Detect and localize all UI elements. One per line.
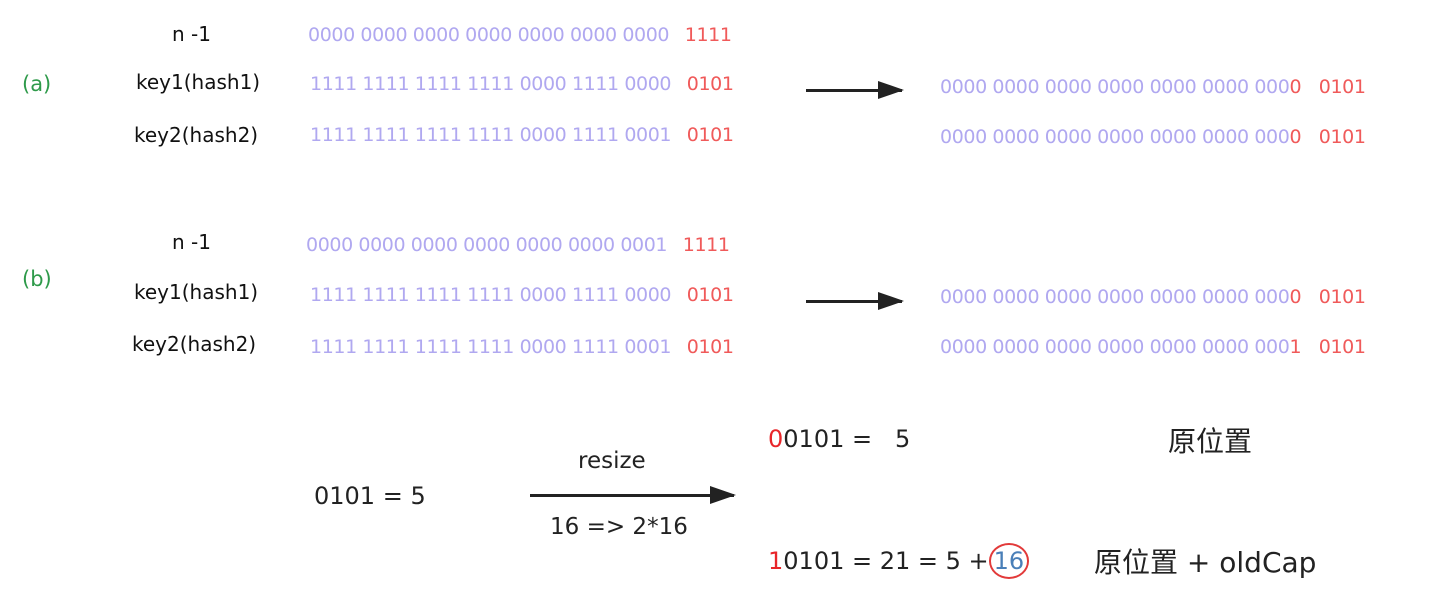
result-row1: 00101 = 5 — [768, 425, 910, 453]
a-row3-result-mid: 0 — [1289, 126, 1302, 148]
section-b-tag: (b) — [22, 267, 52, 291]
result-row1-note: 原位置 — [1168, 425, 1253, 458]
b-row2-result-mid: 0 — [1289, 286, 1302, 308]
a-row2-bits: 1111 1111 1111 1111 0000 1111 0000 0101 — [310, 73, 734, 95]
a-row1-label: n -1 — [172, 22, 211, 46]
b-row3-bits: 1111 1111 1111 1111 0000 1111 0001 0101 — [310, 336, 734, 358]
a-row3-result: 0000 0000 0000 0000 0000 0000 0000 0101 — [940, 126, 1366, 148]
result-row2-circled-value: 16 — [988, 543, 1030, 579]
b-row2-result: 0000 0000 0000 0000 0000 0000 0000 0101 — [940, 286, 1366, 308]
resize-arrow — [530, 486, 736, 504]
result-row2: 10101 = 21 = 5 +16 — [768, 543, 1030, 579]
a-row2-bits-high: 1111 1111 1111 1111 0000 1111 0000 — [310, 73, 672, 95]
section-a-tag: (a) — [22, 72, 52, 96]
b-row3-bits-low: 0101 — [686, 336, 734, 358]
b-row3-label: key2(hash2) — [132, 332, 257, 356]
a-row3-bits-low: 0101 — [686, 124, 734, 146]
b-row3-result-low: 0101 — [1318, 336, 1366, 358]
b-row2-bits: 1111 1111 1111 1111 0000 1111 0000 0101 — [310, 284, 734, 306]
result-row1-rest: 0101 = 5 — [783, 425, 911, 453]
b-row3-bits-high: 1111 1111 1111 1111 0000 1111 0001 — [310, 336, 672, 358]
b-row2-label: key1(hash1) — [134, 280, 259, 304]
resize-arrow-bottom-label: 16 => 2*16 — [550, 514, 688, 540]
b-row1-label: n -1 — [172, 230, 211, 254]
b-row2-bits-low: 0101 — [686, 284, 734, 306]
result-row1-first-bit: 0 — [768, 425, 784, 453]
a-row2-result-high: 0000 0000 0000 0000 0000 0000 000 — [940, 76, 1290, 98]
b-row2-result-low: 0101 — [1318, 286, 1366, 308]
a-row2-result: 0000 0000 0000 0000 0000 0000 0000 0101 — [940, 76, 1366, 98]
b-row1-bits: 0000 0000 0000 0000 0000 0000 0001 1111 — [306, 234, 730, 256]
result-row2-rest: 0101 = 21 = 5 + — [783, 547, 989, 575]
a-row3-result-high: 0000 0000 0000 0000 0000 0000 000 — [940, 126, 1290, 148]
b-arrow — [806, 292, 904, 310]
a-row3-bits-high: 1111 1111 1111 1111 0000 1111 0001 — [310, 124, 672, 146]
a-row1-bits: 0000 0000 0000 0000 0000 0000 0000 1111 — [308, 24, 732, 46]
a-row2-result-mid: 0 — [1289, 76, 1302, 98]
b-row1-bits-low: 1111 — [682, 234, 730, 256]
b-row3-result-high: 0000 0000 0000 0000 0000 0000 000 — [940, 336, 1290, 358]
resize-left-value: 0101 = 5 — [314, 482, 426, 510]
b-row3-result-mid: 1 — [1289, 336, 1302, 358]
a-row2-bits-low: 0101 — [686, 73, 734, 95]
a-row3-label: key2(hash2) — [134, 123, 259, 147]
resize-arrow-top-label: resize — [578, 448, 646, 474]
a-row2-label: key1(hash1) — [136, 70, 261, 94]
a-row2-result-low: 0101 — [1318, 76, 1366, 98]
a-row1-bits-low: 1111 — [684, 24, 732, 46]
b-row1-bits-high: 0000 0000 0000 0000 0000 0000 0001 — [306, 234, 668, 256]
a-arrow — [806, 81, 904, 99]
a-row1-bits-high: 0000 0000 0000 0000 0000 0000 0000 — [308, 24, 670, 46]
result-row2-note: 原位置 + oldCap — [1094, 546, 1317, 579]
b-row2-bits-high: 1111 1111 1111 1111 0000 1111 0000 — [310, 284, 672, 306]
a-row3-result-low: 0101 — [1318, 126, 1366, 148]
result-row2-first-bit: 1 — [768, 547, 784, 575]
b-row2-result-high: 0000 0000 0000 0000 0000 0000 000 — [940, 286, 1290, 308]
b-row3-result: 0000 0000 0000 0000 0000 0000 0001 0101 — [940, 336, 1366, 358]
a-row3-bits: 1111 1111 1111 1111 0000 1111 0001 0101 — [310, 124, 734, 146]
